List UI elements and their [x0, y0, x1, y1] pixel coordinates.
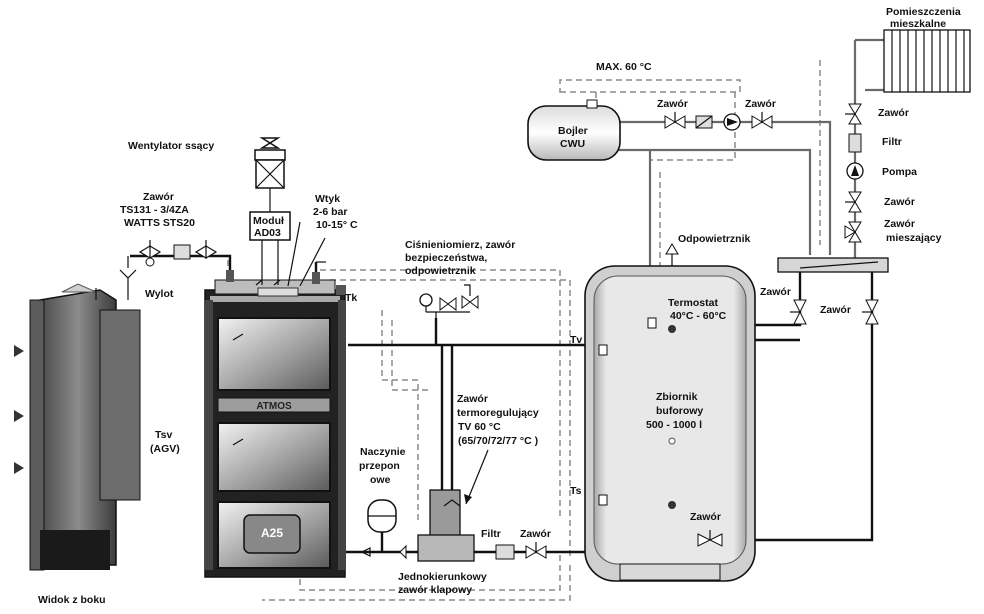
- circuit-pump-label: Pompa: [882, 166, 917, 178]
- tsv-line-2: (AGV): [150, 443, 180, 455]
- max-temp-label: MAX. 60 °C: [596, 61, 652, 73]
- mixing-valve-label: Zawór mieszający: [884, 218, 942, 244]
- manifold-valve-right: [862, 299, 879, 325]
- ts-label: Ts: [570, 485, 582, 497]
- ts131-line-2: TS131 - 3/4ZA: [120, 204, 189, 216]
- boiler-brand: ATMOS: [256, 401, 292, 412]
- circuit-pump: [846, 162, 864, 180]
- inlet-label: Wtyk 2-6 bar 10-15° C: [313, 193, 358, 231]
- expansion-line-2: przepon: [359, 460, 400, 472]
- tank-line-2: buforowy: [656, 405, 703, 417]
- ts131-label: Zawór TS131 - 3/4ZA WATTS STS20: [120, 191, 195, 229]
- rooms-label: Pomieszczenia mieszkalne: [886, 6, 964, 30]
- pressure-line-1: Ciśnieniomierz, zawór: [405, 239, 515, 251]
- circuit-valve-top-label: Zawór: [878, 107, 909, 119]
- pressure-group: [419, 284, 479, 318]
- thermo-line-3: TV 60 °C: [458, 421, 501, 433]
- manifold: [777, 257, 889, 273]
- tv-label: Tv: [570, 334, 582, 346]
- expansion-line-3: owe: [370, 474, 391, 486]
- buffer-tank: [584, 243, 756, 582]
- expansion-label: Naczynie przepon owe: [359, 446, 408, 486]
- dhw-line-1: Bojler: [558, 125, 588, 137]
- dhw-valve-1: [664, 112, 686, 129]
- dhw-valve-2-label: Zawór: [745, 98, 776, 110]
- mixing-line-1: Zawór: [884, 218, 915, 230]
- fan: [254, 137, 286, 212]
- radiator: [883, 29, 971, 93]
- tank-line-3: 500 - 1000 l: [646, 419, 702, 431]
- boiler-model: A25: [261, 526, 283, 540]
- ts131-line-3: WATTS STS20: [124, 217, 195, 229]
- pressure-line-2: bezpieczeństwa,: [405, 252, 487, 264]
- rooms-line-1: Pomieszczenia: [886, 6, 961, 18]
- side-view-label: Widok z boku: [38, 594, 106, 606]
- thermostat-line-1: Termostat: [668, 297, 718, 309]
- side-view-boiler: [14, 283, 141, 571]
- pressure-line-3: odpowietrznik: [405, 265, 476, 277]
- circuit-valve-mid-label: Zawór: [884, 196, 915, 208]
- expansion-vessel: [367, 499, 397, 552]
- check-line-2: zawór klapowy: [398, 584, 472, 596]
- return-valve-label: Zawór: [520, 528, 551, 540]
- circuit-filter: [848, 133, 862, 153]
- main-boiler: ATMOS A25: [204, 270, 346, 578]
- circuit-valve-mid: [845, 191, 862, 213]
- thermo-valve-assembly: [360, 449, 489, 562]
- module-line-2: AD03: [254, 227, 281, 239]
- tsv-label: Tsv (AGV): [150, 429, 180, 455]
- dhw-valve-2: [751, 112, 773, 129]
- dhw-filter: [695, 115, 713, 129]
- check-valve-label: Jednokierunkowy zawór klapowy: [398, 571, 490, 596]
- circuit-filter-label: Filtr: [882, 136, 902, 148]
- manifold-valve-left-label: Zawór: [760, 286, 791, 298]
- inlet-line-2: 2-6 bar: [313, 206, 347, 218]
- tsv-line-1: Tsv: [155, 429, 172, 441]
- rooms-line-2: mieszkalne: [890, 18, 946, 30]
- manifold-valve-right-label: Zawór: [820, 304, 851, 316]
- thermo-line-2: termoregulujący: [457, 407, 539, 419]
- ts131-line-1: Zawór: [143, 191, 174, 203]
- return-filter-label: Filtr: [481, 528, 501, 540]
- return-valve: [525, 542, 547, 559]
- dhw-line-2: CWU: [560, 138, 585, 150]
- check-line-1: Jednokierunkowy: [398, 571, 487, 583]
- tk-label: Tk: [345, 292, 357, 304]
- outlet-label: Wylot: [145, 288, 174, 300]
- thermo-valve-label: Zawór termoregulujący TV 60 °C (65/70/72…: [457, 393, 542, 447]
- thermostat-line-2: 40°C - 60°C: [670, 310, 727, 322]
- mixing-line-2: mieszający: [886, 232, 942, 244]
- thermostat-label: Termostat 40°C - 60°C: [668, 297, 727, 322]
- manifold-valve-left: [790, 299, 807, 325]
- module-line-1: Moduł: [253, 215, 284, 227]
- ts131-valve: [119, 240, 218, 300]
- dhw-valve-1-label: Zawór: [657, 98, 688, 110]
- dhw-label: Bojler CWU: [558, 125, 591, 150]
- inlet-line-3: 10-15° C: [316, 219, 358, 231]
- mixing-valve: [844, 221, 862, 243]
- fan-label: Wentylator ssący: [128, 140, 214, 152]
- module-ad03: [249, 211, 291, 286]
- expansion-line-1: Naczynie: [360, 446, 406, 458]
- thermo-line-1: Zawór: [457, 393, 488, 405]
- module-label: Moduł AD03: [253, 215, 287, 239]
- dhw-cylinder: [527, 99, 621, 161]
- air-vent-label: Odpowietrznik: [678, 233, 750, 245]
- coil-valve: [697, 530, 723, 547]
- circuit-valve-top: [845, 103, 862, 125]
- pressure-group-label: Ciśnieniomierz, zawór bezpieczeństwa, od…: [405, 239, 518, 277]
- dhw-pump: [723, 113, 741, 131]
- return-filter: [495, 544, 515, 560]
- inlet-line-1: Wtyk: [315, 193, 340, 205]
- thermo-line-4: (65/70/72/77 °C ): [458, 435, 538, 447]
- tank-line-1: Zbiornik: [656, 391, 698, 403]
- coil-valve-label: Zawór: [690, 511, 721, 523]
- tank-label: Zbiornik buforowy 500 - 1000 l: [646, 391, 706, 431]
